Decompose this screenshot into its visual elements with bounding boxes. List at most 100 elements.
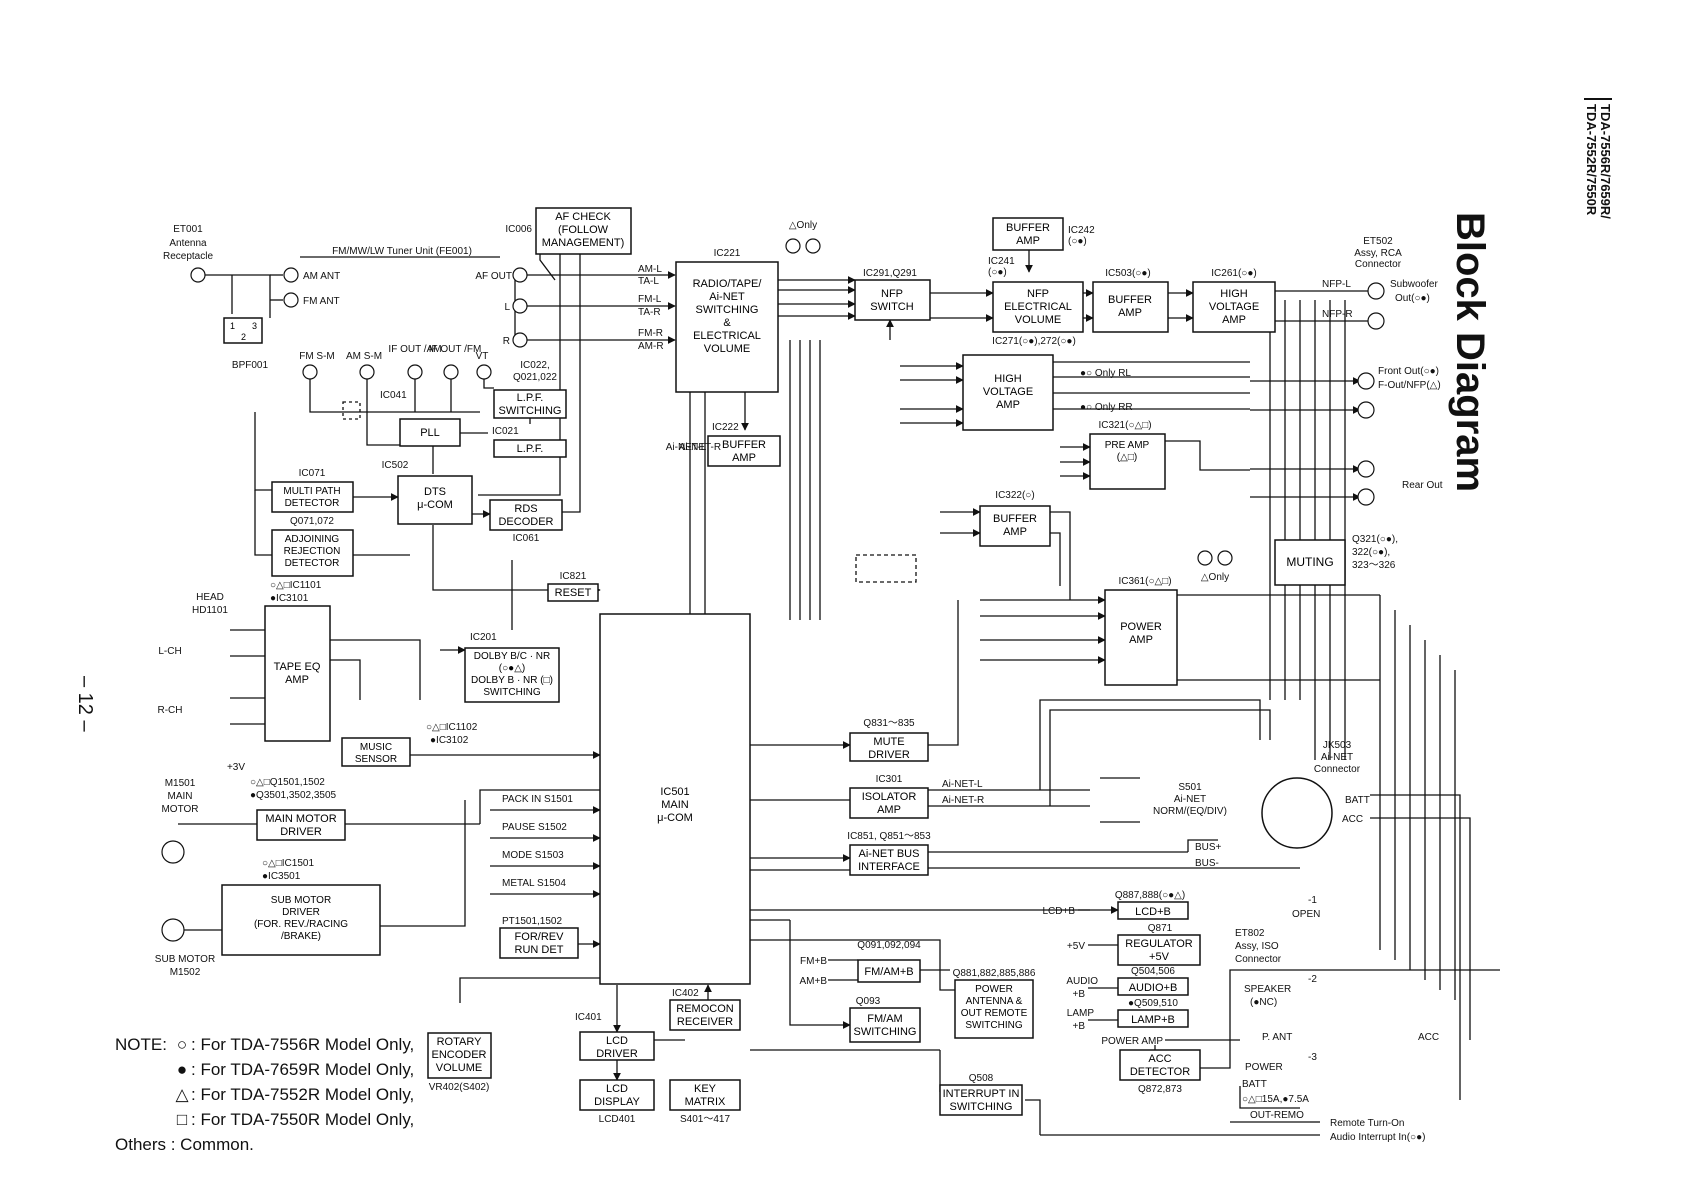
wire-mcu-power-ant: [750, 939, 955, 991]
af-check-label-3: MANAGEMENT): [542, 237, 625, 249]
radio-tape-label-1: RADIO/TAPE/: [693, 278, 763, 290]
adjoining-label-1: ADJOINING: [285, 534, 340, 545]
label-s401: S401～417: [680, 1114, 730, 1125]
buffer-amp-ic503-label-1: BUFFER: [1108, 294, 1152, 306]
label-pin-l: L: [504, 302, 510, 313]
main-motor-driver-label-2: DRIVER: [280, 826, 322, 838]
interrupt-label-1: INTERRUPT IN: [943, 1088, 1020, 1100]
power-antenna-label-2: ANTENNA &: [966, 996, 1023, 1007]
label-q1501: ○△□Q1501,1502: [250, 777, 325, 788]
label-ic222: IC222: [712, 422, 739, 433]
block-texts: AF CHECK(FOLLOWMANAGEMENT)RADIO/TAPE/Ai-…: [230, 211, 1334, 1113]
label-subwoofer: Subwoofer: [1390, 279, 1438, 290]
tape-eq-box: [264, 605, 331, 742]
label-lamp: LAMP: [1067, 1008, 1095, 1019]
acc-detector-label-1: ACC: [1148, 1053, 1171, 1065]
label-tuner-unit: FM/MW/LW Tuner Unit (FE001): [332, 246, 472, 257]
label-audio-b2: +B: [1072, 989, 1085, 1000]
label-m1502: M1502: [170, 967, 201, 978]
label-ic321: IC321(○△□): [1098, 420, 1151, 431]
buffer-amp-top-label-1: BUFFER: [1006, 222, 1050, 234]
bpf-label-1: 1: [230, 321, 235, 331]
ainet-bus-label-2: INTERFACE: [858, 861, 920, 873]
label-only-rl: ●○ Only RL: [1080, 368, 1131, 379]
label-main: MAIN: [168, 791, 193, 802]
bpf-label-3: 2: [241, 332, 246, 342]
interrupt-label-2: SWITCHING: [950, 1101, 1013, 1113]
label-ic402: IC402: [672, 988, 699, 999]
label-fm-b: FM+B: [800, 956, 827, 967]
label-delta-only-top: △Only: [789, 220, 817, 231]
muting-label-1: MUTING: [1286, 555, 1333, 569]
buffer-amp-top-label-2: AMP: [1016, 235, 1040, 247]
radio-tape-label-5: ELECTRICAL: [693, 330, 761, 342]
adjoining-box: [271, 529, 354, 577]
label-q3501: ●Q3501,3502,3505: [250, 790, 337, 801]
label-ic061: IC061: [513, 533, 540, 544]
radio-tape-label-3: SWITCHING: [696, 304, 759, 316]
buffer-amp-ic322-label-1: BUFFER: [993, 513, 1037, 525]
label-ic502: IC502: [382, 460, 409, 471]
label-ainet-l2: Ai-NET-L: [942, 779, 983, 790]
buffer-amp-ic322-label-2: AMP: [1003, 526, 1027, 538]
label-receptacle: Receptacle: [163, 251, 213, 262]
label-q871: Q871: [1148, 923, 1173, 934]
sub-motor-driver-label-2: DRIVER: [282, 907, 320, 918]
wire-fmam-down: [789, 920, 851, 1029]
pre-amp-label-1: PRE AMP: [1105, 440, 1150, 451]
note-mark-4: □: [176, 1110, 188, 1129]
label-ic1101: ○△□IC1101: [270, 580, 322, 591]
label-am-l: AM-L: [638, 264, 662, 275]
note-text-1: : For TDA-7556R Model Only,: [191, 1035, 415, 1054]
label-am-ant: AM ANT: [303, 271, 340, 282]
pin-if-fm: [443, 364, 459, 380]
buffer-amp-top-box: [992, 217, 1064, 251]
reset-label-1: RESET: [555, 587, 592, 599]
regulator-label-1: REGULATOR: [1125, 938, 1192, 950]
label-ic821: IC821: [560, 571, 587, 582]
pin-am-sm: [359, 364, 375, 380]
music-sensor-label-1: MUSIC: [360, 742, 392, 753]
radio-tape-label-2: Ai-NET: [709, 291, 745, 303]
bpf-box: [223, 317, 263, 344]
wire-submotor: [380, 800, 466, 927]
multipath-box: [271, 481, 354, 513]
pin-a-bottom: [1197, 550, 1213, 566]
label-p-ant: P. ANT: [1262, 1032, 1292, 1043]
rotary-label-3: VOLUME: [436, 1062, 482, 1074]
lamp-b-label-1: LAMP+B: [1131, 1014, 1175, 1026]
power-amp-label-1: POWER: [1120, 621, 1162, 633]
radio-tape-box: [675, 261, 779, 393]
label-hd1101: HD1101: [192, 605, 228, 616]
nfp-electrical-volume-label-1: NFP: [1027, 288, 1049, 300]
label-audio: AUDIO: [1066, 976, 1098, 987]
note-row-2: ●: For TDA-7659R Model Only,: [115, 1057, 414, 1082]
fm-am-switching-box: [849, 1007, 921, 1043]
label-fm-r: FM-R: [638, 328, 663, 339]
label-ic071: IC071: [299, 468, 326, 479]
label-et802b: Assy, ISO: [1235, 941, 1279, 952]
label-ic221: IC221: [714, 248, 741, 259]
label-et502c: Connector: [1355, 259, 1402, 270]
high-voltage-ic271-label-1: HIGH: [994, 373, 1022, 385]
wire-antenna-line: [203, 274, 271, 318]
dts-box: [397, 475, 473, 525]
label-power: POWER: [1245, 1062, 1283, 1073]
label-am-sm: AM S-M: [346, 351, 382, 362]
nfp-electrical-volume-label-2: ELECTRICAL: [1004, 301, 1072, 313]
pin-fm-ant: [283, 292, 299, 308]
fm-am-switching-label-1: FM/AM: [867, 1013, 902, 1025]
front-jack-r: [1357, 401, 1375, 419]
label-plus3v: +3V: [227, 762, 245, 773]
label-am-r: AM-R: [638, 341, 664, 352]
label-ic401: IC401: [575, 1012, 602, 1023]
tape-eq-label-2: AMP: [285, 674, 309, 686]
note-text-3: : For TDA-7552R Model Only,: [191, 1085, 415, 1104]
wire-pre-out: [1165, 440, 1250, 471]
dts-label-2: μ-COM: [417, 499, 453, 511]
label-jk503b: Ai-NET: [1321, 752, 1353, 763]
key-matrix-label-2: MATRIX: [685, 1096, 726, 1108]
label-q321: Q321(○●),: [1352, 534, 1398, 545]
sub-motor-driver-label-3: (FOR. REV./RACING: [254, 919, 348, 930]
label-ta-r: TA-R: [638, 307, 661, 318]
